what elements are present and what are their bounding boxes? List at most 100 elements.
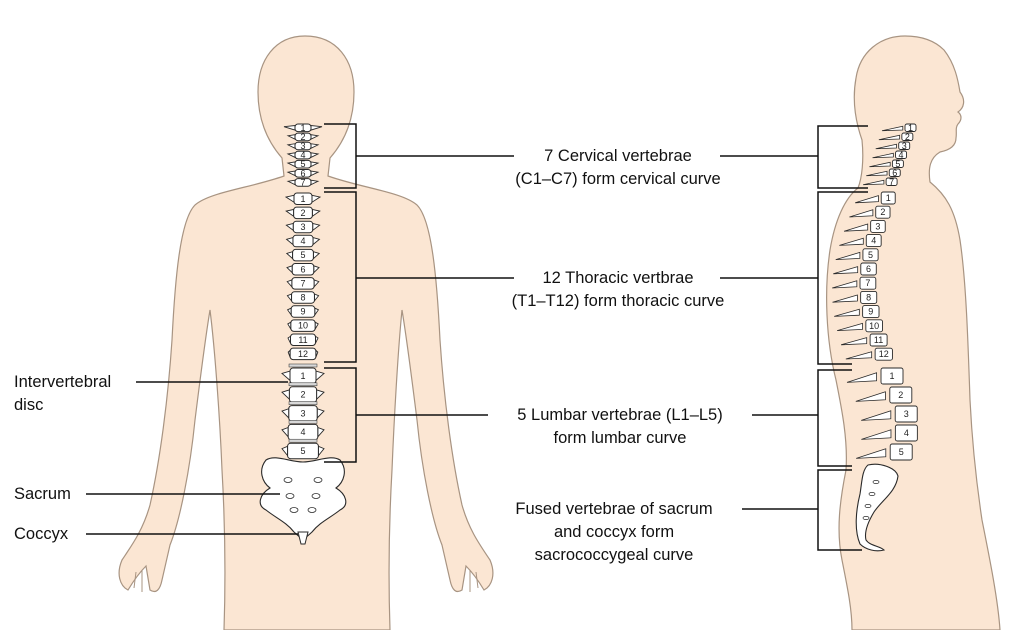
side-cervical-vertebra-7: 7 xyxy=(863,177,898,187)
sacral-foramen xyxy=(283,477,293,483)
side-lumbar-number-3: 3 xyxy=(904,409,909,419)
front-hand-lines xyxy=(133,570,479,592)
spinous-process xyxy=(878,134,901,141)
sacral-label-line3: sacrococcygeal curve xyxy=(534,546,694,564)
vertebral-body xyxy=(898,141,911,150)
side-cervical-number-1: 1 xyxy=(908,123,913,133)
front-cervical-number-2: 2 xyxy=(300,132,305,142)
side-lumbar-vertebra-1: 1 xyxy=(846,367,904,385)
side-cervical-vertebra-4: 4 xyxy=(872,150,907,160)
thoracic-label-line2: (T1–T12) form thoracic curve xyxy=(511,292,725,310)
front-lumbar-vertebra-1: 1 xyxy=(281,367,325,384)
vertebral-body xyxy=(891,159,904,168)
sacral-label-line2: and coccyx form xyxy=(553,523,675,541)
side-cervical-vertebra-5: 5 xyxy=(869,159,904,169)
vertebral-body xyxy=(880,191,896,205)
side-lumbar-number-2: 2 xyxy=(898,390,903,400)
side-thoracic-vertebra-6: 6 xyxy=(833,262,877,276)
vertebral-body xyxy=(885,177,898,186)
side-cervical-number-7: 7 xyxy=(889,177,894,187)
side-lumbar-vertebra-4: 4 xyxy=(861,424,918,442)
vertebral-body xyxy=(895,150,907,159)
side-thoracic-number-1: 1 xyxy=(886,193,891,203)
spinous-process xyxy=(863,179,885,186)
vertebral-body xyxy=(865,234,882,248)
front-cervical-vertebra-1: 1 xyxy=(283,123,323,133)
front-lumbar-vertebra-3: 3 xyxy=(281,405,325,422)
vertebral-body xyxy=(889,386,913,404)
spinous-process xyxy=(845,351,873,360)
side-thoracic-vertebra-2: 2 xyxy=(849,205,891,219)
vertebral-body xyxy=(292,220,314,234)
side-thoracic-number-4: 4 xyxy=(871,236,876,246)
front-thoracic-number-1: 1 xyxy=(300,194,305,204)
side-cervical-number-3: 3 xyxy=(902,141,907,151)
front-cervical-number-3: 3 xyxy=(300,141,305,151)
spinous-process xyxy=(875,143,897,150)
thoracic-bracket-front xyxy=(324,191,357,363)
vertebral-body xyxy=(888,168,901,177)
side-thoracic-number-8: 8 xyxy=(866,292,871,302)
side-cervical-vertebra-2: 2 xyxy=(878,132,914,142)
vertebral-body xyxy=(862,305,880,319)
front-thoracic-number-5: 5 xyxy=(300,250,305,260)
side-sacrum xyxy=(855,463,899,552)
cervical-bracket-side xyxy=(817,125,868,189)
side-cervical-vertebra-1: 1 xyxy=(881,123,917,133)
sacral-segment-line xyxy=(862,516,870,520)
side-cervical-number-4: 4 xyxy=(899,150,904,160)
front-thoracic-vertebra-3: 3 xyxy=(285,220,321,234)
spinous-process xyxy=(866,170,888,177)
side-cervical-number-2: 2 xyxy=(905,132,910,142)
front-cervical-number-1: 1 xyxy=(300,123,305,133)
front-lumbar-number-5: 5 xyxy=(300,446,305,456)
front-cervical-vertebra-2: 2 xyxy=(286,132,320,142)
spinous-process xyxy=(846,372,878,383)
side-thoracic-vertebra-12: 12 xyxy=(845,347,893,361)
intervertebral-label-line2: disc xyxy=(14,396,44,414)
vertebral-body xyxy=(865,319,883,333)
sacral-label-line1: Fused vertebrae of sacrum xyxy=(511,498,717,521)
side-lumbar-vertebra-5: 5 xyxy=(856,443,913,461)
side-thoracic-vertebra-3: 3 xyxy=(843,219,886,233)
side-thoracic-number-2: 2 xyxy=(880,207,885,217)
sacral-label: Fused vertebrae of sacrum and coccyx for… xyxy=(484,498,744,567)
front-coccyx xyxy=(297,531,309,545)
front-cervical-vertebra-6: 6 xyxy=(286,168,320,178)
vertebral-body xyxy=(874,347,893,361)
front-thoracic-vertebra-11: 11 xyxy=(287,333,319,346)
vertebral-body xyxy=(860,262,877,276)
vertebral-body xyxy=(293,192,313,205)
vertebral-body xyxy=(904,123,917,132)
front-thoracic-number-2: 2 xyxy=(300,208,305,218)
front-lumbar-vertebra-4: 4 xyxy=(281,423,325,441)
spinous-process xyxy=(833,266,859,275)
side-thoracic-vertebra-10: 10 xyxy=(837,319,883,333)
spinous-process xyxy=(881,125,904,132)
side-thoracic-vertebra-7: 7 xyxy=(832,276,877,290)
front-cervical-vertebra-4: 4 xyxy=(286,150,320,160)
front-thoracic-number-12: 12 xyxy=(298,349,308,359)
front-thoracic-number-10: 10 xyxy=(298,321,308,331)
front-lumbar-number-1: 1 xyxy=(300,371,305,381)
intervertebral-disc xyxy=(288,401,318,405)
spinous-process xyxy=(861,429,892,440)
spinous-process xyxy=(869,161,891,168)
vertebral-body xyxy=(294,141,312,151)
vertebral-body xyxy=(860,290,878,304)
intervertebral-disc xyxy=(288,382,318,387)
front-lumbar-number-3: 3 xyxy=(300,408,305,418)
vertebral-body xyxy=(880,367,904,385)
spinous-process xyxy=(835,251,861,260)
front-lumbar-vertebra-2: 2 xyxy=(281,386,325,403)
vertebral-body xyxy=(894,405,918,423)
front-thoracic-vertebra-4: 4 xyxy=(285,234,321,248)
intervertebral-disc-label: Intervertebral disc xyxy=(14,371,111,417)
vertebral-body xyxy=(290,305,316,318)
front-lumbar-number-2: 2 xyxy=(300,390,305,400)
vertebral-body xyxy=(894,424,918,442)
vertebral-body xyxy=(291,263,315,276)
vertebral-body xyxy=(870,219,886,233)
vertebral-body xyxy=(294,169,312,178)
